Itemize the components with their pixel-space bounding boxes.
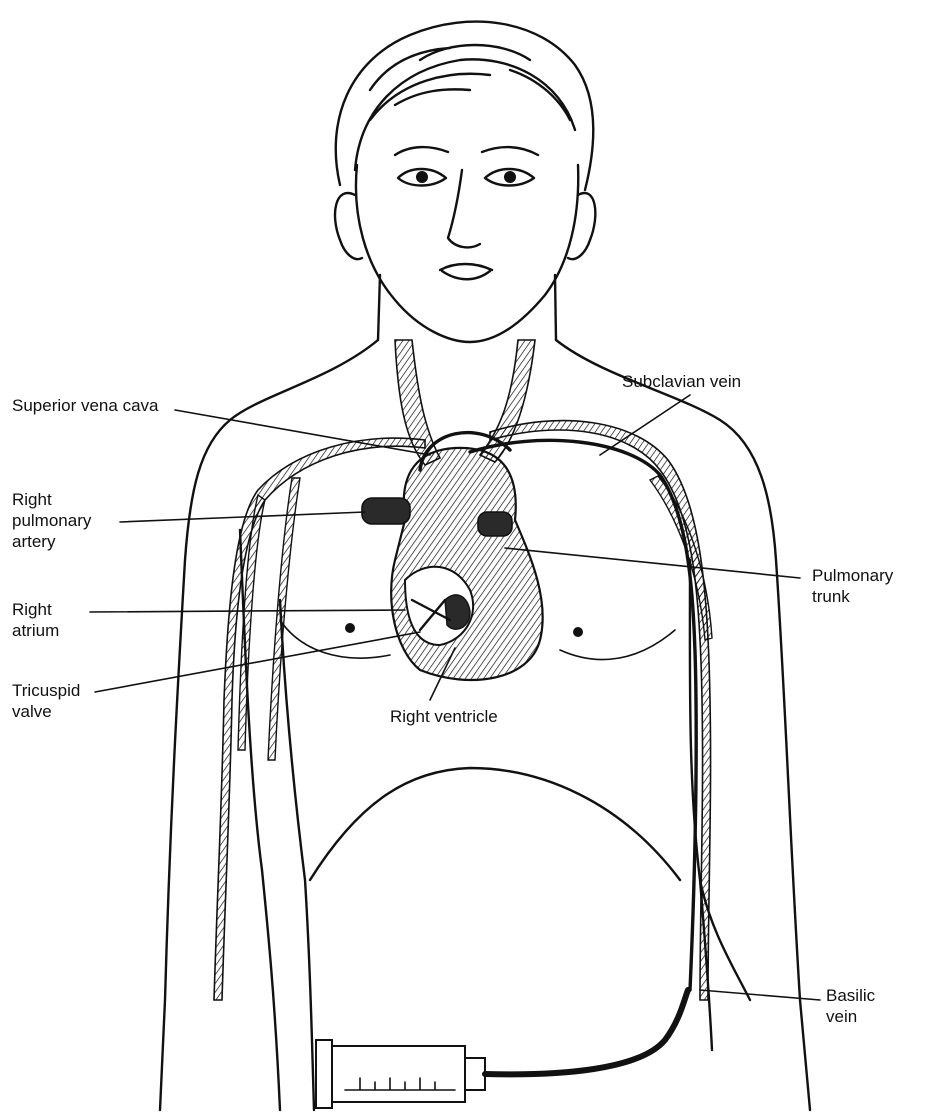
right-ear — [568, 193, 595, 259]
label-right-atrium: Right atrium — [12, 599, 59, 641]
heart — [362, 433, 543, 680]
neck — [378, 275, 556, 340]
mouth — [440, 264, 492, 279]
hair — [336, 22, 593, 190]
label-right-ventricle: Right ventricle — [390, 706, 498, 727]
eyes — [398, 169, 534, 186]
ribcage-curve — [310, 768, 680, 880]
eyebrows — [395, 147, 538, 155]
right-nipple — [573, 627, 583, 637]
syringe — [316, 990, 688, 1108]
label-subclavian-vein: Subclavian vein — [622, 371, 741, 392]
face-outline — [356, 165, 578, 342]
nose — [448, 170, 480, 247]
label-pulmonary-trunk: Pulmonary trunk — [812, 565, 893, 607]
left-nipple — [345, 623, 355, 633]
label-basilic-vein: Basilic vein — [826, 985, 875, 1027]
label-superior-vena-cava: Superior vena cava — [12, 395, 158, 416]
label-tricuspid-valve: Tricuspid valve — [12, 680, 80, 722]
left-ear — [335, 193, 362, 259]
label-right-pulmonary-artery: Right pulmonary artery — [12, 489, 91, 552]
